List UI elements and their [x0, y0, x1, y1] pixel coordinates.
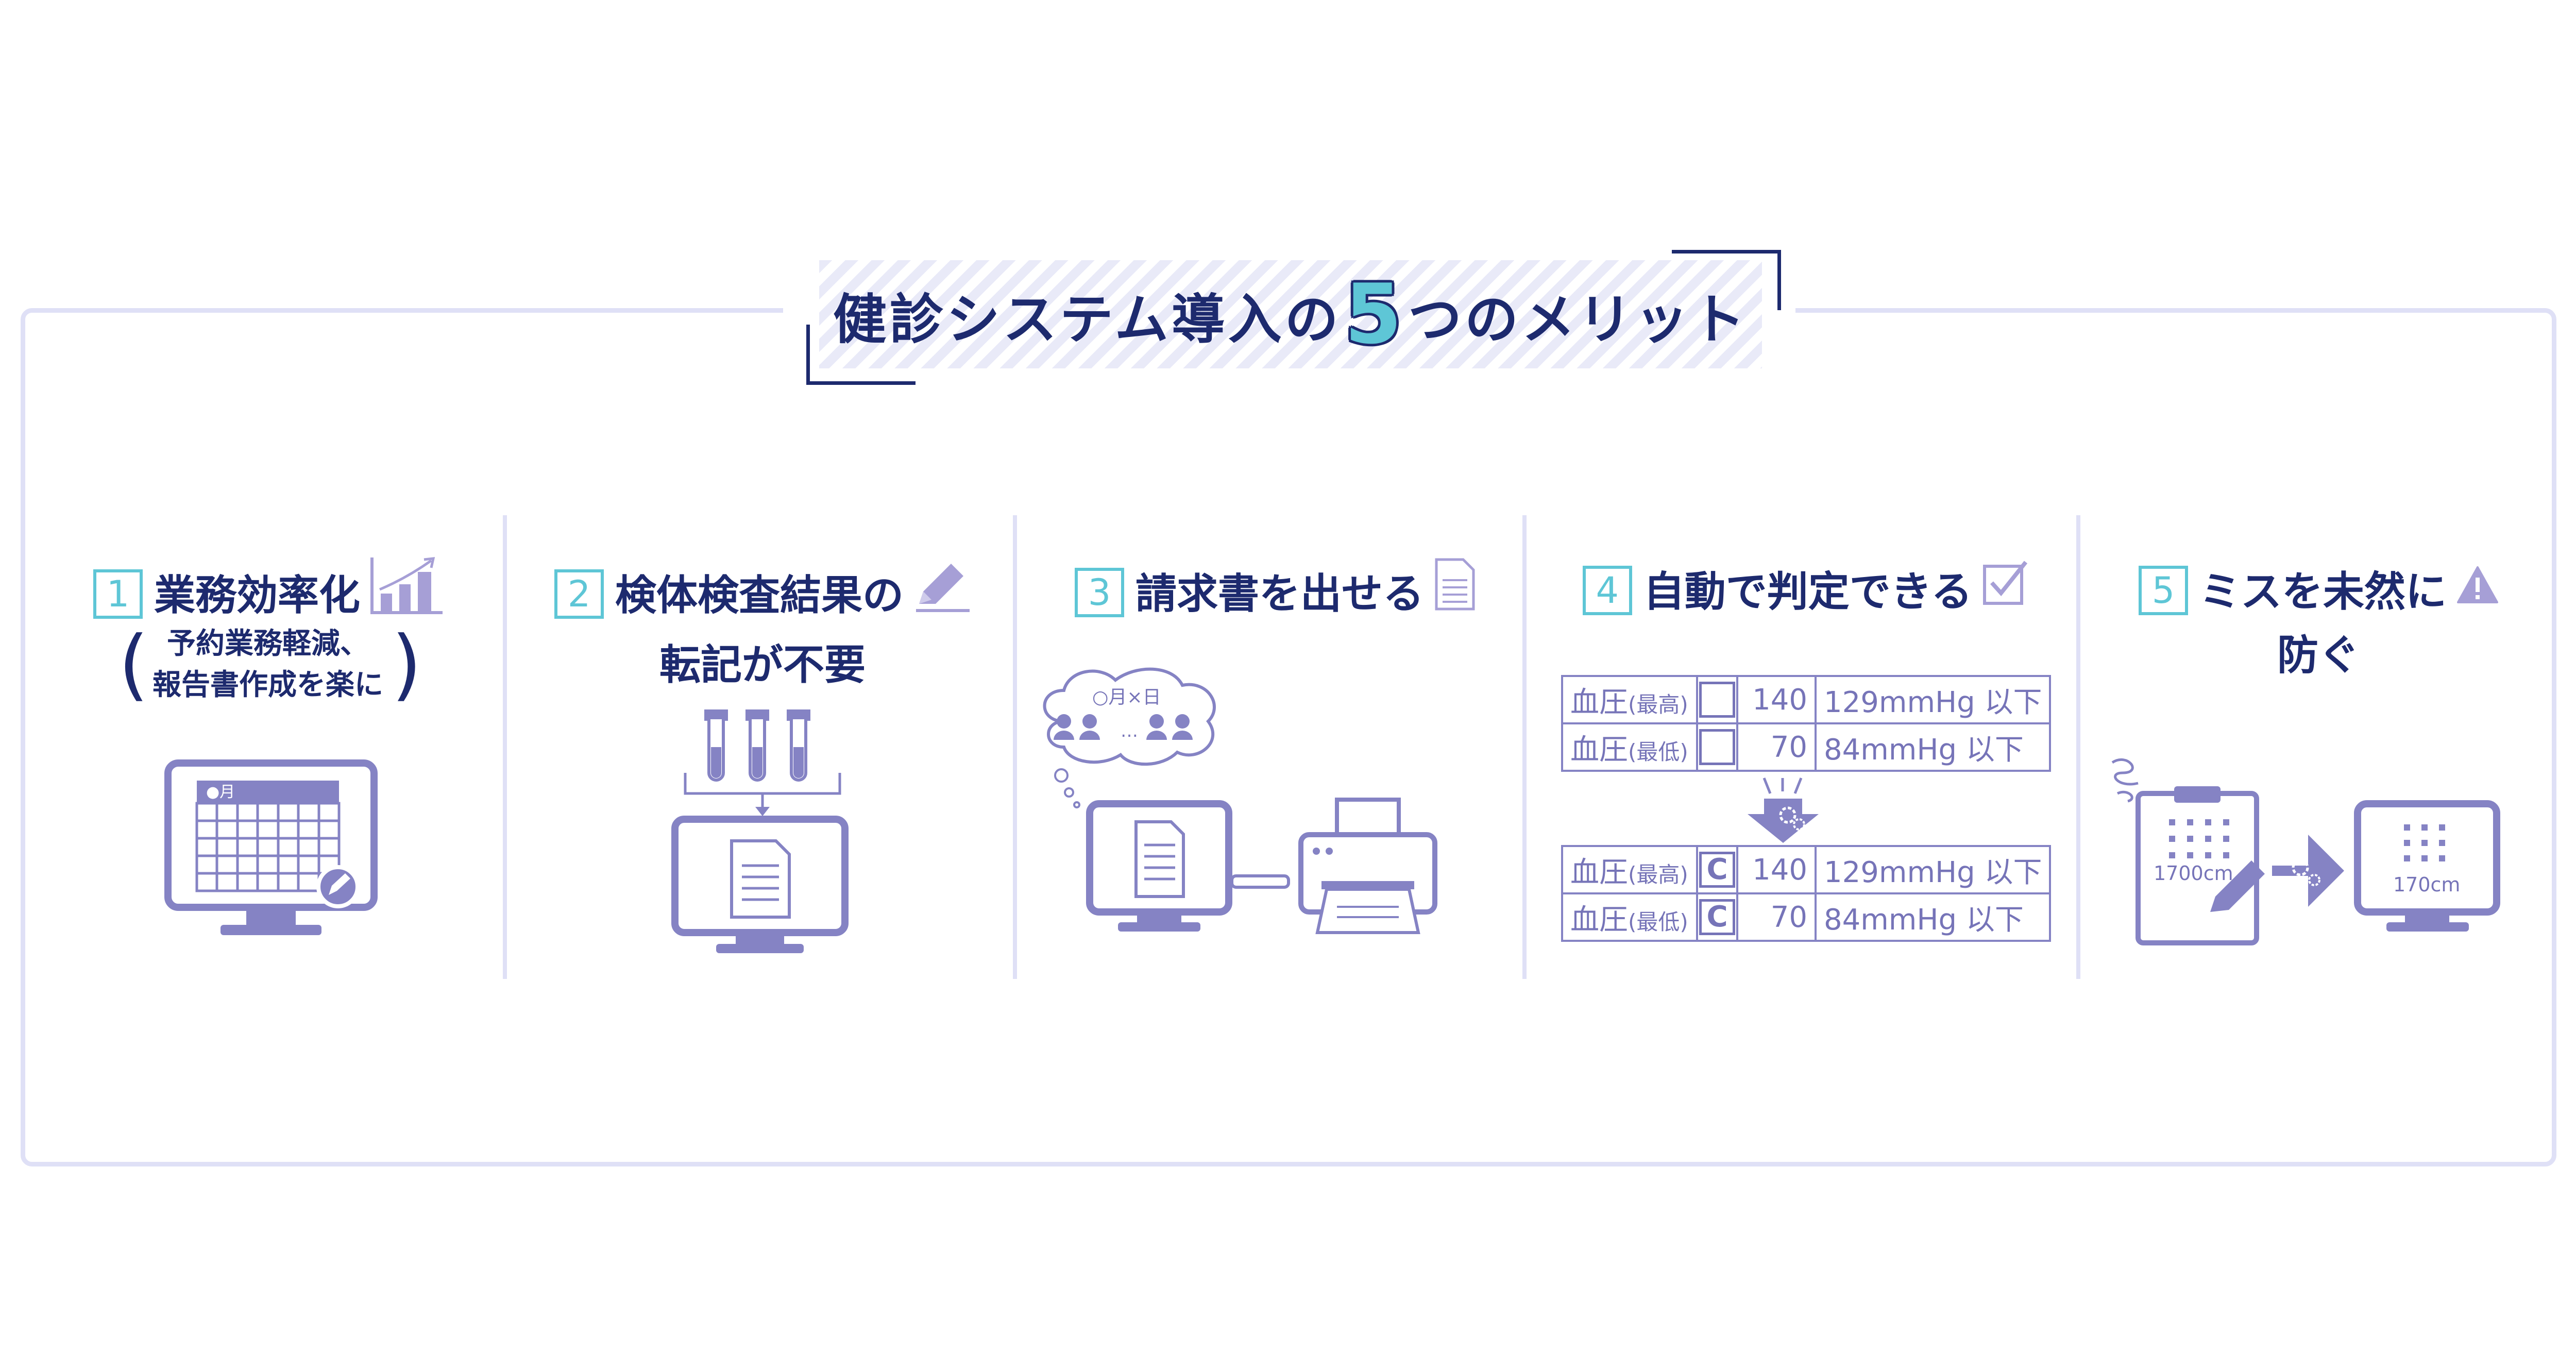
table-row: 血圧(最低) 70 84mmHg 以下 — [1561, 722, 2052, 772]
judgement-mark: C — [1699, 852, 1735, 888]
benefit-number: 5 — [2139, 566, 2188, 616]
judgement-table-after: 血圧(最高) C 140 129mmHg 以下 血圧(最低) C 70 84mm… — [1561, 845, 2052, 942]
table-row: 血圧(最低) C 70 84mmHg 以下 — [1561, 892, 2052, 942]
judgement-table-before: 血圧(最高) 140 129mmHg 以下 血圧(最低) 70 84mmHg 以… — [1561, 675, 2052, 772]
down-arrow-gear-icon — [1748, 777, 1819, 843]
error-prevention-illustration: 1700cm 170cm — [2111, 758, 2500, 945]
document-icon — [1434, 557, 1476, 628]
checkbox-icon — [1982, 559, 2029, 622]
judgement-mark — [1699, 682, 1735, 718]
benefit-number: 2 — [554, 569, 604, 619]
table-row: 血圧(最高) 140 129mmHg 以下 — [1561, 675, 2052, 724]
table-row: 血圧(最高) C 140 129mmHg 以下 — [1561, 845, 2052, 894]
title-number: 5 — [1344, 266, 1405, 362]
warning-icon — [2457, 560, 2498, 621]
divider — [503, 515, 507, 979]
svg-text:…: … — [1121, 721, 1138, 741]
judgement-mark — [1699, 729, 1735, 766]
title-corner-bottom-left — [806, 325, 916, 385]
benefit-subtext: 予約業務軽減、 報告書作成を楽に — [152, 627, 383, 702]
test-tube-monitor-illustration — [671, 709, 849, 953]
pencil-icon — [914, 557, 971, 631]
title-background — [819, 260, 1762, 368]
calendar-label: ●月 — [206, 783, 235, 801]
right-value-text: 170cm — [2393, 873, 2460, 896]
benefit-number: 4 — [1582, 566, 1632, 616]
wrong-value-text: 1700cm — [2154, 862, 2233, 885]
invoice-printing-illustration: ○月×日 … — [1043, 667, 1437, 934]
benefit-number: 3 — [1075, 568, 1124, 617]
title-corner-top-right — [1672, 250, 1781, 310]
divider — [1522, 515, 1527, 979]
cloud-date-text: ○月×日 — [1092, 687, 1161, 708]
judgement-mark: C — [1699, 899, 1735, 936]
divider — [1013, 515, 1017, 979]
benefit-number: 1 — [93, 569, 143, 619]
divider — [2076, 515, 2080, 979]
monitor-calendar-illustration: ●月 — [164, 759, 378, 935]
rising-bar-chart-icon — [370, 557, 443, 631]
